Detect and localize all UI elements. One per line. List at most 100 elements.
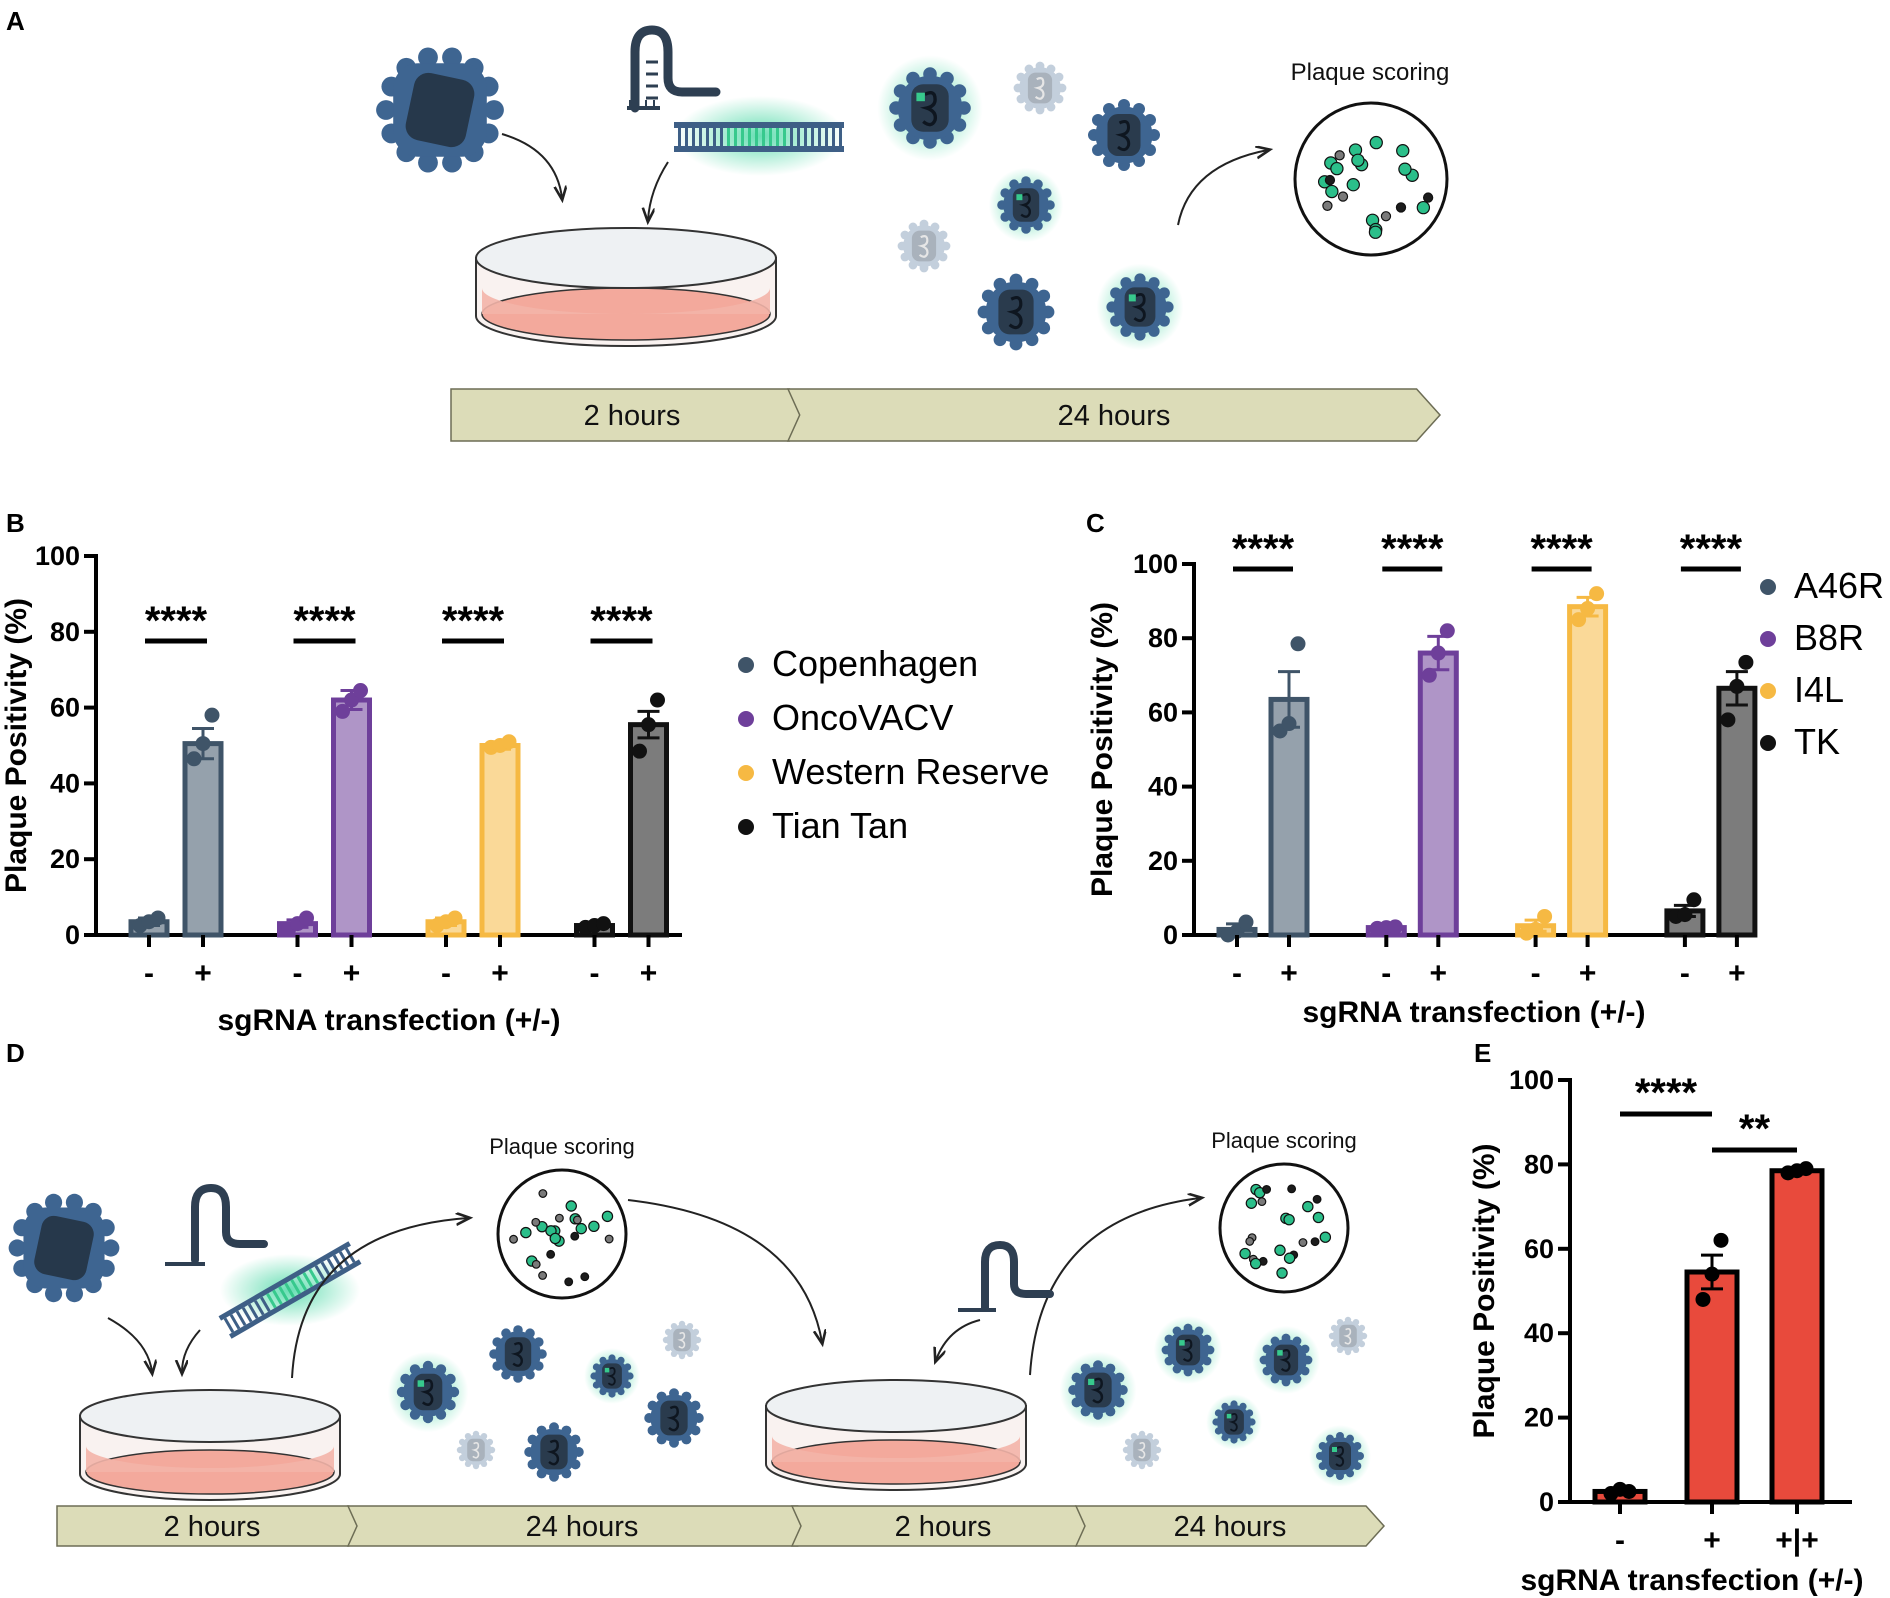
data-point xyxy=(632,743,647,759)
dna-target-icon xyxy=(674,96,845,176)
legend-label: OncoVACV xyxy=(772,697,953,738)
data-point xyxy=(344,692,359,708)
y-tick-label: 80 xyxy=(1524,1149,1554,1179)
y-tick-label: 60 xyxy=(50,693,80,723)
significance-label: **** xyxy=(442,599,505,643)
x-axis-title: sgRNA transfection (+/-) xyxy=(1302,996,1645,1029)
data-point xyxy=(1238,914,1254,930)
x-tick-label: +|+ xyxy=(1775,1524,1818,1557)
significance-label: **** xyxy=(145,599,208,643)
timeline-segment xyxy=(786,388,1442,442)
x-tick-label: + xyxy=(640,957,658,990)
data-point xyxy=(1537,908,1553,924)
x-axis-title: sgRNA transfection (+/-) xyxy=(217,1004,560,1037)
legend-marker xyxy=(738,819,754,835)
data-point xyxy=(1439,623,1455,639)
sgrna-icon xyxy=(958,1240,1054,1312)
data-point xyxy=(1677,907,1693,923)
bar xyxy=(479,743,521,938)
plaque-plate-icon xyxy=(1293,101,1449,257)
data-point xyxy=(335,703,350,719)
x-tick-label: + xyxy=(1430,957,1448,990)
data-point xyxy=(1713,1232,1729,1248)
x-tick-label: + xyxy=(1579,957,1597,990)
timeline-label: 2 hours xyxy=(584,400,681,432)
sgrna-icon xyxy=(627,25,721,113)
y-tick-label: 40 xyxy=(50,768,80,798)
data-point xyxy=(1571,612,1587,628)
data-point xyxy=(353,683,368,699)
timeline-label: 24 hours xyxy=(526,1511,639,1543)
bar xyxy=(331,697,372,938)
arrow-icon xyxy=(1029,1198,1200,1376)
panel-label-a: A xyxy=(6,6,25,36)
significance-label: **** xyxy=(1635,1071,1698,1115)
timeline-label: 24 hours xyxy=(1174,1511,1287,1543)
data-point xyxy=(1738,654,1754,670)
bar xyxy=(1684,1269,1740,1505)
data-point xyxy=(1704,1266,1720,1282)
timeline-label: 2 hours xyxy=(164,1511,261,1543)
arrow-icon xyxy=(627,1199,822,1342)
y-tick-label: 100 xyxy=(35,541,80,571)
petri-dish-icon xyxy=(79,1379,1027,1501)
y-tick-label: 100 xyxy=(1509,1065,1554,1095)
bar xyxy=(628,722,669,938)
y-tick-label: 40 xyxy=(1148,772,1178,802)
timeline-label: 2 hours xyxy=(895,1511,992,1543)
sgrna-icon xyxy=(165,1183,268,1266)
data-point xyxy=(1430,645,1446,661)
x-tick-label: - xyxy=(441,957,451,990)
data-point xyxy=(204,707,220,723)
x-tick-label: - xyxy=(144,957,154,990)
legend-marker xyxy=(738,711,754,727)
significance-label: **** xyxy=(293,599,356,643)
bar xyxy=(1769,1168,1825,1505)
y-tick-label: 80 xyxy=(50,617,80,647)
y-tick-label: 20 xyxy=(1148,846,1178,876)
arrow-icon xyxy=(182,1329,201,1372)
data-point xyxy=(447,910,463,926)
data-point xyxy=(1528,921,1544,937)
significance-label: **** xyxy=(1680,527,1743,571)
x-tick-label: - xyxy=(590,957,600,990)
y-tick-label: 0 xyxy=(1539,1487,1554,1517)
arrow-icon xyxy=(501,133,562,198)
data-point xyxy=(596,916,611,932)
arrow-icon xyxy=(291,1218,468,1379)
legend-marker xyxy=(1760,631,1776,647)
x-tick-label: + xyxy=(1280,957,1298,990)
y-tick-label: 80 xyxy=(1148,623,1178,653)
x-tick-label: - xyxy=(293,957,303,990)
panel-label-c: C xyxy=(1086,508,1105,538)
y-axis-title: Plaque Positivity (%) xyxy=(1468,1143,1501,1438)
y-tick-label: 20 xyxy=(50,844,80,874)
data-point xyxy=(1421,667,1437,683)
x-tick-label: - xyxy=(1381,957,1391,990)
x-tick-label: + xyxy=(343,957,361,990)
data-point xyxy=(1281,716,1297,732)
significance-label: **** xyxy=(1530,527,1593,571)
data-point xyxy=(1695,1291,1711,1307)
data-point xyxy=(1290,636,1306,652)
x-tick-label: - xyxy=(1531,957,1541,990)
significance-label: **** xyxy=(1381,527,1444,571)
timeline: 2 hours 24 hours 2 hours 24 hours xyxy=(56,1505,1386,1547)
panel-label-d: D xyxy=(6,1038,25,1068)
arrow-icon xyxy=(107,1317,152,1372)
x-tick-label: - xyxy=(1680,957,1690,990)
data-point xyxy=(1720,712,1736,728)
legend-label: I4L xyxy=(1794,669,1844,710)
virus-particle-icon xyxy=(8,1193,120,1303)
y-tick-label: 20 xyxy=(1524,1403,1554,1433)
plaque-scoring-title-1: Plaque scoring xyxy=(489,1134,635,1159)
x-tick-label: + xyxy=(1728,957,1746,990)
y-tick-label: 40 xyxy=(1524,1318,1554,1348)
x-tick-label: + xyxy=(491,957,509,990)
x-axis-title: sgRNA transfection (+/-) xyxy=(1520,1564,1863,1597)
